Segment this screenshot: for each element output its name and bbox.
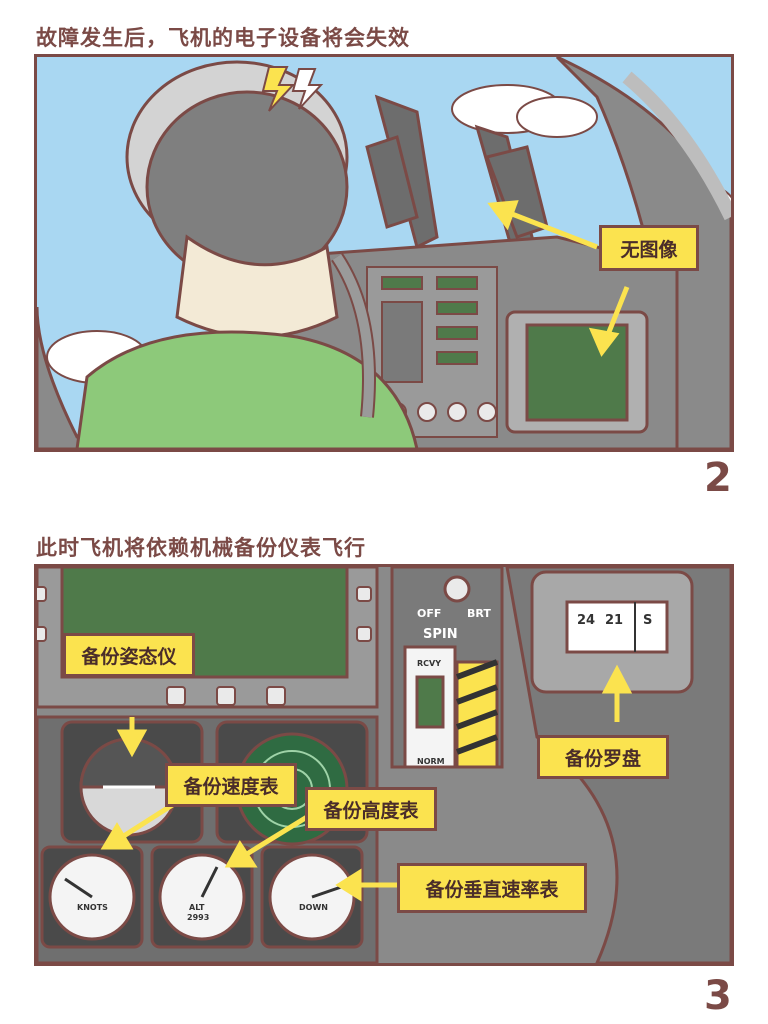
panel-2-caption: 故障发生后，飞机的电子设备将会失效 — [36, 26, 410, 50]
panel-3-illustration: OFF BRT SPIN RCVY NORM 24 21 S KNOTS ALT… — [34, 564, 734, 966]
brt-label: BRT — [467, 607, 491, 620]
rcvy-label: RCVY — [417, 659, 442, 668]
compass-24: 24 — [577, 613, 596, 628]
knots-label: KNOTS — [77, 903, 108, 912]
instrument-scene — [37, 567, 731, 963]
compass-s: S — [643, 613, 653, 628]
callout-arrows — [487, 200, 630, 357]
callout-backup-altimeter: 备份高度表 — [305, 787, 437, 831]
callout-backup-vsi: 备份垂直速率表 — [397, 863, 587, 913]
backup-attitude-indicator — [60, 720, 204, 844]
page-number-3: 3 — [704, 973, 732, 1019]
altimeter-gauge — [150, 845, 254, 949]
spin-panel — [390, 567, 504, 769]
callout-backup-airspeed: 备份速度表 — [165, 763, 297, 807]
cockpit-scene — [37, 57, 731, 449]
off-label: OFF — [417, 607, 442, 620]
callout-backup-attitude: 备份姿态仪 — [63, 633, 195, 677]
panel-2-illustration: 无图像 — [34, 54, 734, 452]
alt-label: ALT — [189, 903, 205, 912]
callout-no-image: 无图像 — [599, 225, 699, 271]
compass-21: 21 — [605, 613, 624, 628]
down-label: DOWN — [299, 903, 328, 912]
norm-label: NORM — [417, 757, 445, 766]
airspeed-gauge — [40, 845, 144, 949]
vsi-gauge — [260, 845, 364, 949]
alt-value: 2993 — [187, 913, 210, 922]
panel-3-caption: 此时飞机将依赖机械备份仪表飞行 — [36, 536, 366, 560]
spin-label: SPIN — [423, 627, 458, 642]
display-buttons — [37, 586, 372, 706]
hud-frame — [365, 94, 549, 270]
pilot — [37, 60, 419, 449]
callout-backup-compass: 备份罗盘 — [537, 735, 669, 779]
callout-arrows-3 — [100, 664, 633, 902]
backup-compass — [530, 570, 694, 694]
page-number-2: 2 — [704, 455, 732, 501]
right-mfd — [505, 310, 649, 434]
lightning-icon — [261, 66, 324, 112]
